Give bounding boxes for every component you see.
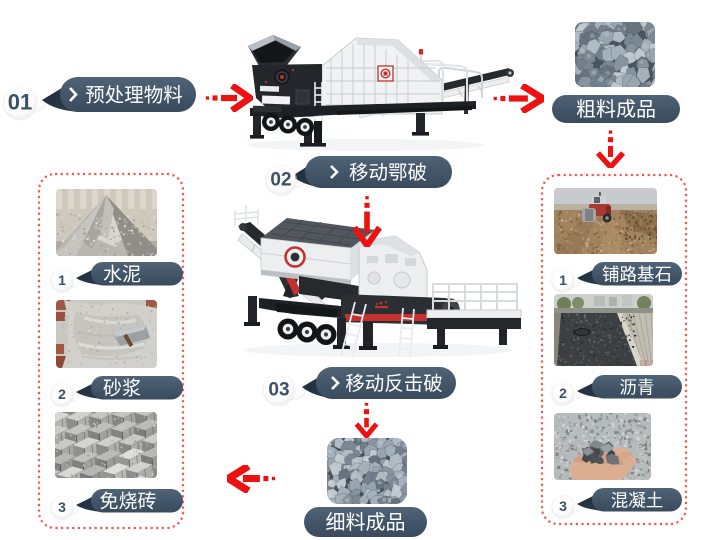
coarse-item-2-circle [552,382,574,404]
fine-item-2-label: 砂浆 [103,378,141,400]
road-base-photo [554,188,657,254]
coarse-item-3-bubble: 3 混凝土 [551,488,682,519]
fine-item-2-bubble: 2 砂浆 [50,376,183,407]
fine-item-1-number: 1 [58,272,66,288]
cement-pile-photo [56,189,157,256]
fine-item-2-number: 2 [58,386,66,402]
flow-arrow-jaw-to-coarse [493,84,544,113]
fine-item-3-label: 免烧砖 [99,491,156,513]
coarse-item-3-number: 3 [559,498,567,514]
fine-product-pill-bg [304,507,427,537]
step-1-number: 01 [8,90,32,115]
fine-item-3-bubble: 3 免烧砖 [50,489,183,520]
coarse-item-3-circle [552,495,574,517]
mortar-photo [56,300,157,368]
mobile-jaw-crusher-illustration [248,35,514,151]
jaw-housing [321,37,443,115]
concrete-hand-photo [554,413,651,480]
coarse-product-pill-bg [552,95,680,123]
step-2-pill [305,156,452,188]
step-1-circle [4,86,36,118]
coarse-item-1-bubble: 1 铺路基石 [551,262,682,293]
coarse-item-2-number: 2 [559,385,567,401]
fine-item-1-label: 水泥 [103,264,141,286]
coarse-product-label: 粗料成品 [576,98,656,121]
coarse-item-3-pill [592,488,682,512]
jaw-wheels [262,113,314,136]
flow-arrow-step1-to-jaw [205,84,253,112]
fine-panel-border [37,172,185,530]
coarse-item-1-label: 铺路基石 [602,265,672,285]
fine-product-pill: 细料成品 [304,507,427,537]
coarse-item-1-pill [592,262,682,286]
step-1-chevron-icon [69,87,78,102]
jaw-hopper [248,35,322,118]
step-2-circle [266,164,296,194]
flow-arrow-coarse-to-uses [596,130,625,168]
step-3-pill [316,367,456,399]
coarse-item-2-label: 沥青 [620,378,655,398]
step-2-number: 02 [270,170,291,191]
coarse-item-2-pill [592,375,682,399]
impact-ladders [340,301,415,359]
fine-item-3-pill [91,489,183,513]
impact-chassis [244,296,377,350]
impact-ground-shadow [243,343,513,357]
coarse-item-1-number: 1 [559,272,567,288]
coarse-item-2-bubble: 2 沥青 [551,375,682,406]
coarse-item-1-circle [552,269,574,291]
fine-item-1-bubble: 1 水泥 [50,262,183,293]
step-3-bubble: 03 移动反击破 [262,367,456,407]
impact-wheels [277,318,337,345]
fine-item-1-circle [51,269,73,291]
fine-item-3-circle [51,496,73,518]
step-2-chevron-icon [330,165,339,179]
coarse-item-3-label: 混凝土 [611,491,664,511]
step-1-bubble: 01 预处理物料 [2,77,196,121]
brick-stack-photo [55,412,157,478]
impact-platform [426,283,522,349]
coarse-aggregate-photo [575,22,655,87]
step-3-chevron-icon [331,376,340,390]
flow-arrow-step3-to-fine [354,403,379,438]
step-3-label: 移动反击破 [345,373,443,395]
step-1-pill [60,77,196,112]
fine-aggregate-photo [327,438,407,504]
fine-item-2-circle [51,383,73,405]
coarse-applications-panel [540,173,688,526]
step-2-label: 移动鄂破 [349,162,427,184]
flow-arrow-fine-to-uses [227,465,276,493]
jaw-chassis [250,101,476,147]
mobile-impact-crusher-illustration [234,205,522,359]
step-1-label: 预处理物料 [85,85,183,107]
step-3-number: 03 [268,380,289,401]
step-2-bubble: 02 移动鄂破 [265,156,452,196]
fine-item-1-pill [91,262,183,286]
fine-item-2-pill [91,376,183,400]
step-3-circle [264,374,294,404]
flow-arrow-step2-to-impact [353,196,382,247]
fine-product-label: 细料成品 [326,511,406,534]
asphalt-road-photo [554,294,653,366]
fine-applications-panel [37,172,185,530]
coarse-panel-border [540,173,688,526]
fine-item-3-number: 3 [58,499,66,515]
coarse-product-pill: 粗料成品 [552,95,680,123]
